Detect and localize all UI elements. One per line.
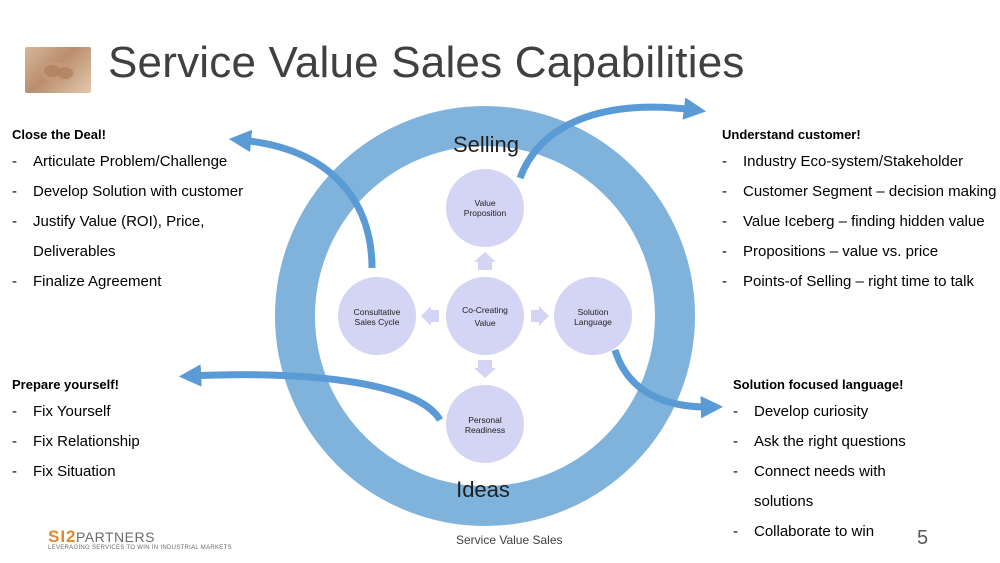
node-label: Sales Cycle	[355, 317, 400, 327]
list-item: -Industry Eco-system/Stakeholder	[722, 153, 964, 170]
node-label: Solution	[578, 307, 609, 317]
list-item: -Connect needs with	[733, 463, 886, 480]
list-item: -Value Iceberg – finding hidden value	[722, 213, 985, 230]
list-item: -Justify Value (ROI), Price,	[12, 213, 205, 230]
panel-list: -Industry Eco-system/Stakeholder -Custom…	[722, 152, 996, 302]
list-item: -Develop curiosity	[733, 403, 869, 420]
ring-label-selling: Selling	[453, 132, 519, 157]
hands-icon	[41, 62, 75, 82]
ring-label-ideas: Ideas	[456, 477, 510, 502]
node-personal-readiness	[446, 385, 524, 463]
list-item-continuation: Deliverables	[33, 243, 116, 260]
arrow-prepare	[178, 364, 444, 422]
node-label: Readiness	[465, 425, 505, 435]
panel-prepare-yourself: Prepare yourself! -Fix Yourself -Fix Rel…	[12, 377, 140, 492]
panel-close-the-deal: Close the Deal! -Articulate Problem/Chal…	[12, 127, 243, 302]
list-item: -Fix Situation	[12, 463, 116, 480]
list-item: -Points-of Selling – right time to talk	[722, 273, 974, 290]
list-item: -Customer Segment – decision making	[722, 183, 997, 200]
arrow-understand	[516, 97, 707, 180]
outer-ring	[275, 106, 695, 526]
node-label: Value	[474, 198, 495, 208]
logo-si2: SI2	[48, 527, 77, 546]
node-co-creating-value	[446, 277, 524, 355]
node-label: Consultative	[354, 307, 401, 317]
node-consultative-sales-cycle	[338, 277, 416, 355]
panel-solution-focused-language: Solution focused language! -Develop curi…	[733, 377, 906, 552]
list-item: -Finalize Agreement	[12, 273, 162, 290]
logo-partners: PARTNERS	[76, 529, 155, 545]
header-photo	[25, 47, 91, 93]
arrow-close-deal	[228, 129, 376, 269]
panel-heading: Understand customer!	[722, 127, 861, 142]
panel-list: -Fix Yourself -Fix Relationship -Fix Sit…	[12, 402, 140, 492]
logo-tagline: LEVERAGING SERVICES TO WIN IN INDUSTRIAL…	[48, 545, 232, 551]
chevron-left-icon	[421, 306, 439, 326]
chevron-down-icon	[474, 360, 496, 378]
list-item-continuation: solutions	[754, 493, 814, 510]
footer-title: Service Value Sales	[456, 533, 563, 547]
node-solution-language	[554, 277, 632, 355]
node-label: Proposition	[464, 208, 507, 218]
page-number: 5	[917, 527, 929, 549]
arrow-solution-lang	[611, 348, 724, 419]
node-label: Language	[574, 317, 612, 327]
list-item: -Develop Solution with customer	[12, 183, 244, 200]
chevron-right-icon	[531, 306, 549, 326]
list-item: -Fix Relationship	[12, 433, 140, 450]
page-title: Service Value Sales Capabilities	[108, 38, 745, 87]
list-item: -Fix Yourself	[12, 403, 111, 420]
node-label: Value	[474, 318, 495, 328]
node-label: Personal	[468, 415, 502, 425]
node-label: Co-Creating	[462, 305, 508, 315]
list-item: -Collaborate to win	[733, 523, 875, 540]
list-item: -Propositions – value vs. price	[722, 243, 939, 260]
panel-list: -Develop curiosity -Ask the right questi…	[733, 402, 906, 552]
node-value-proposition	[446, 169, 524, 247]
panel-heading: Solution focused language!	[733, 377, 904, 392]
chevron-up-icon	[474, 252, 496, 270]
panel-heading: Prepare yourself!	[12, 377, 119, 392]
panel-heading: Close the Deal!	[12, 127, 106, 142]
panel-list: -Articulate Problem/Challenge -Develop S…	[12, 152, 243, 302]
list-item: -Ask the right questions	[733, 433, 906, 450]
panel-understand-customer: Understand customer! -Industry Eco-syste…	[722, 127, 996, 302]
list-item: -Articulate Problem/Challenge	[12, 153, 228, 170]
